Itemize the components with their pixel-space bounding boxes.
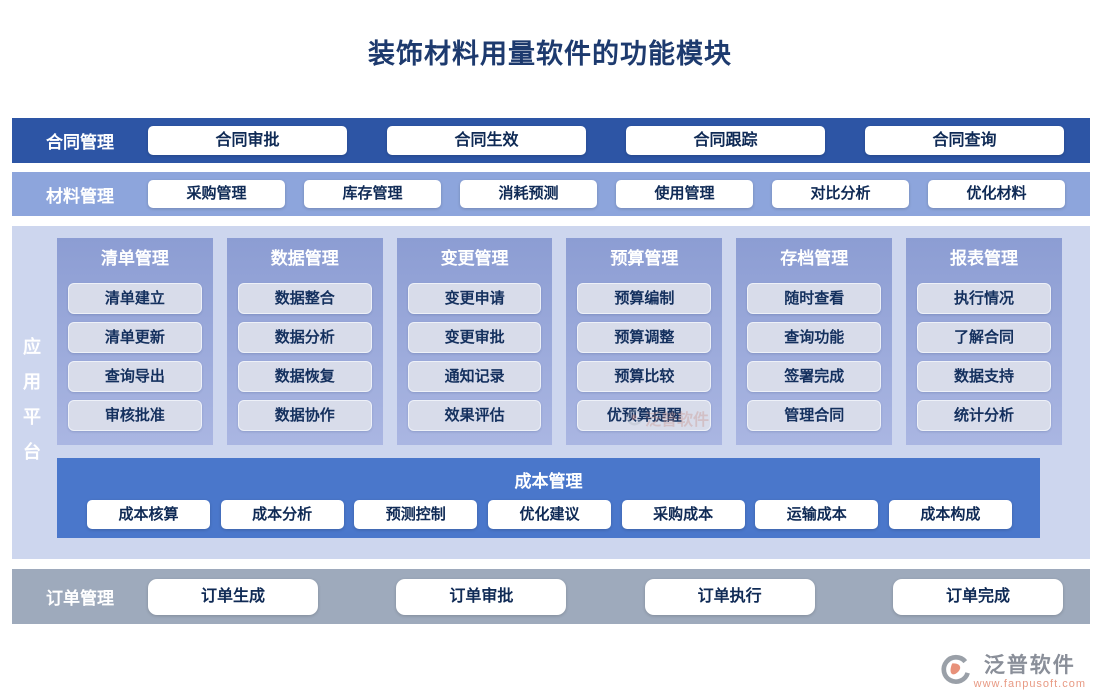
cost-analysis-button[interactable]: 成本分析 bbox=[220, 500, 344, 529]
fanpu-logo-icon bbox=[941, 654, 970, 684]
cost-management-bar: 成本管理 成本核算 成本分析 预测控制 优化建议 采购成本 运输成本 成本构成 bbox=[57, 458, 1040, 538]
list-update-button[interactable]: 清单更新 bbox=[68, 322, 202, 353]
signing-complete-button[interactable]: 签署完成 bbox=[747, 361, 882, 392]
data-analysis-button[interactable]: 数据分析 bbox=[237, 322, 372, 353]
material-optimization-button[interactable]: 优化材料 bbox=[928, 180, 1065, 208]
material-management-bar: 材料管理 采购管理 库存管理 消耗预测 使用管理 对比分析 优化材料 bbox=[12, 172, 1090, 216]
comparison-analysis-button[interactable]: 对比分析 bbox=[772, 180, 909, 208]
budget-comparison-button[interactable]: 预算比较 bbox=[577, 361, 712, 392]
order-generation-button[interactable]: 订单生成 bbox=[148, 578, 318, 615]
cost-accounting-button[interactable]: 成本核算 bbox=[87, 500, 210, 529]
watermark: 泛普软件 bbox=[626, 406, 709, 430]
data-integration-button[interactable]: 数据整合 bbox=[237, 283, 372, 314]
contract-bar-label: 合同管理 bbox=[46, 133, 114, 152]
query-function-button[interactable]: 查询功能 bbox=[747, 322, 882, 353]
platform-label-char: 平 bbox=[23, 407, 41, 427]
understand-contract-button[interactable]: 了解合同 bbox=[917, 322, 1051, 353]
platform-label-char: 用 bbox=[23, 372, 41, 392]
logo-url: www.fanpusoft.com bbox=[973, 678, 1086, 690]
column-list-management: 清单管理 清单建立 清单更新 查询导出 审核批准 bbox=[57, 238, 213, 445]
execution-status-button[interactable]: 执行情况 bbox=[917, 283, 1051, 314]
data-support-button[interactable]: 数据支持 bbox=[917, 361, 1051, 392]
consumption-forecast-button[interactable]: 消耗预测 bbox=[460, 180, 597, 208]
list-create-button[interactable]: 清单建立 bbox=[68, 283, 202, 314]
budget-compilation-button[interactable]: 预算编制 bbox=[577, 283, 712, 314]
column-header: 存档管理 bbox=[780, 249, 849, 268]
column-archive-management: 存档管理 随时查看 查询功能 签署完成 管理合同 bbox=[736, 238, 893, 445]
column-data-management: 数据管理 数据整合 数据分析 数据恢复 数据协作 bbox=[226, 238, 383, 445]
platform-label-char: 应 bbox=[23, 337, 41, 357]
transport-cost-button[interactable]: 运输成本 bbox=[755, 500, 879, 529]
platform-columns: 清单管理 清单建立 清单更新 查询导出 审核批准 数据管理 数据整合 数据分析 … bbox=[57, 238, 1062, 445]
logo-name: 泛普软件 bbox=[983, 654, 1076, 677]
data-recovery-button[interactable]: 数据恢复 bbox=[237, 361, 372, 392]
platform-label-char: 台 bbox=[23, 442, 41, 462]
material-bar-label: 材料管理 bbox=[46, 186, 114, 206]
contract-buttons: 合同审批 合同生效 合同跟踪 合同查询 bbox=[148, 126, 1064, 155]
purchase-cost-button[interactable]: 采购成本 bbox=[621, 500, 745, 529]
statistical-analysis-button[interactable]: 统计分析 bbox=[917, 400, 1051, 431]
page-title: 装饰材料用量软件的功能模块 bbox=[368, 39, 732, 69]
order-bar-label: 订单管理 bbox=[46, 589, 114, 608]
column-budget-management: 预算管理 预算编制 预算调整 预算比较 优预算提醒 bbox=[566, 238, 723, 445]
watermark-text: 泛普软件 bbox=[645, 412, 710, 429]
view-anytime-button[interactable]: 随时查看 bbox=[747, 283, 882, 314]
change-approval-button[interactable]: 变更审批 bbox=[407, 322, 542, 353]
cost-bar-label: 成本管理 bbox=[514, 472, 583, 491]
cost-composition-button[interactable]: 成本构成 bbox=[888, 500, 1012, 529]
order-management-bar: 订单管理 订单生成 订单审批 订单执行 订单完成 bbox=[12, 569, 1090, 624]
column-header: 预算管理 bbox=[610, 249, 679, 268]
application-platform-panel: 应 用 平 台 清单管理 清单建立 清单更新 查询导出 审核批准 数据管理 数据… bbox=[12, 226, 1090, 559]
contract-approval-button[interactable]: 合同审批 bbox=[148, 126, 347, 155]
fanpu-logo: 泛普软件 www.fanpusoft.com bbox=[940, 654, 1086, 690]
column-header: 数据管理 bbox=[270, 249, 339, 268]
data-collaboration-button[interactable]: 数据协作 bbox=[237, 400, 372, 431]
optimization-suggestion-button[interactable]: 优化建议 bbox=[487, 500, 611, 529]
purchase-management-button[interactable]: 采购管理 bbox=[148, 180, 285, 208]
usage-management-button[interactable]: 使用管理 bbox=[616, 180, 753, 208]
manage-contract-button[interactable]: 管理合同 bbox=[747, 400, 882, 431]
effect-evaluation-button[interactable]: 效果评估 bbox=[407, 400, 542, 431]
application-platform-label: 应 用 平 台 bbox=[20, 330, 44, 470]
material-buttons: 采购管理 库存管理 消耗预测 使用管理 对比分析 优化材料 bbox=[148, 180, 1065, 208]
column-report-management: 报表管理 执行情况 了解合同 数据支持 统计分析 bbox=[906, 238, 1062, 445]
column-change-management: 变更管理 变更申请 变更审批 通知记录 效果评估 bbox=[396, 238, 553, 445]
watermark-icon bbox=[626, 409, 642, 425]
contract-management-bar: 合同管理 合同审批 合同生效 合同跟踪 合同查询 bbox=[12, 118, 1090, 163]
budget-reminder-button[interactable]: 优预算提醒 bbox=[577, 400, 712, 431]
order-approval-button[interactable]: 订单审批 bbox=[396, 578, 567, 615]
change-request-button[interactable]: 变更申请 bbox=[407, 283, 542, 314]
forecast-control-button[interactable]: 预测控制 bbox=[354, 500, 478, 529]
contract-effective-button[interactable]: 合同生效 bbox=[387, 126, 586, 155]
cost-buttons: 成本核算 成本分析 预测控制 优化建议 采购成本 运输成本 成本构成 bbox=[57, 492, 1040, 529]
order-execution-button[interactable]: 订单执行 bbox=[644, 578, 815, 615]
query-export-button[interactable]: 查询导出 bbox=[68, 361, 202, 392]
contract-tracking-button[interactable]: 合同跟踪 bbox=[626, 126, 825, 155]
order-buttons: 订单生成 订单审批 订单执行 订单完成 bbox=[148, 578, 1063, 615]
contract-query-button[interactable]: 合同查询 bbox=[865, 126, 1064, 155]
column-header: 变更管理 bbox=[440, 249, 509, 268]
inventory-management-button[interactable]: 库存管理 bbox=[304, 180, 441, 208]
budget-adjustment-button[interactable]: 预算调整 bbox=[577, 322, 712, 353]
notice-record-button[interactable]: 通知记录 bbox=[407, 361, 542, 392]
column-header: 清单管理 bbox=[100, 249, 169, 268]
review-approve-button[interactable]: 审核批准 bbox=[68, 400, 202, 431]
column-header: 报表管理 bbox=[950, 249, 1019, 268]
order-completion-button[interactable]: 订单完成 bbox=[892, 578, 1063, 615]
